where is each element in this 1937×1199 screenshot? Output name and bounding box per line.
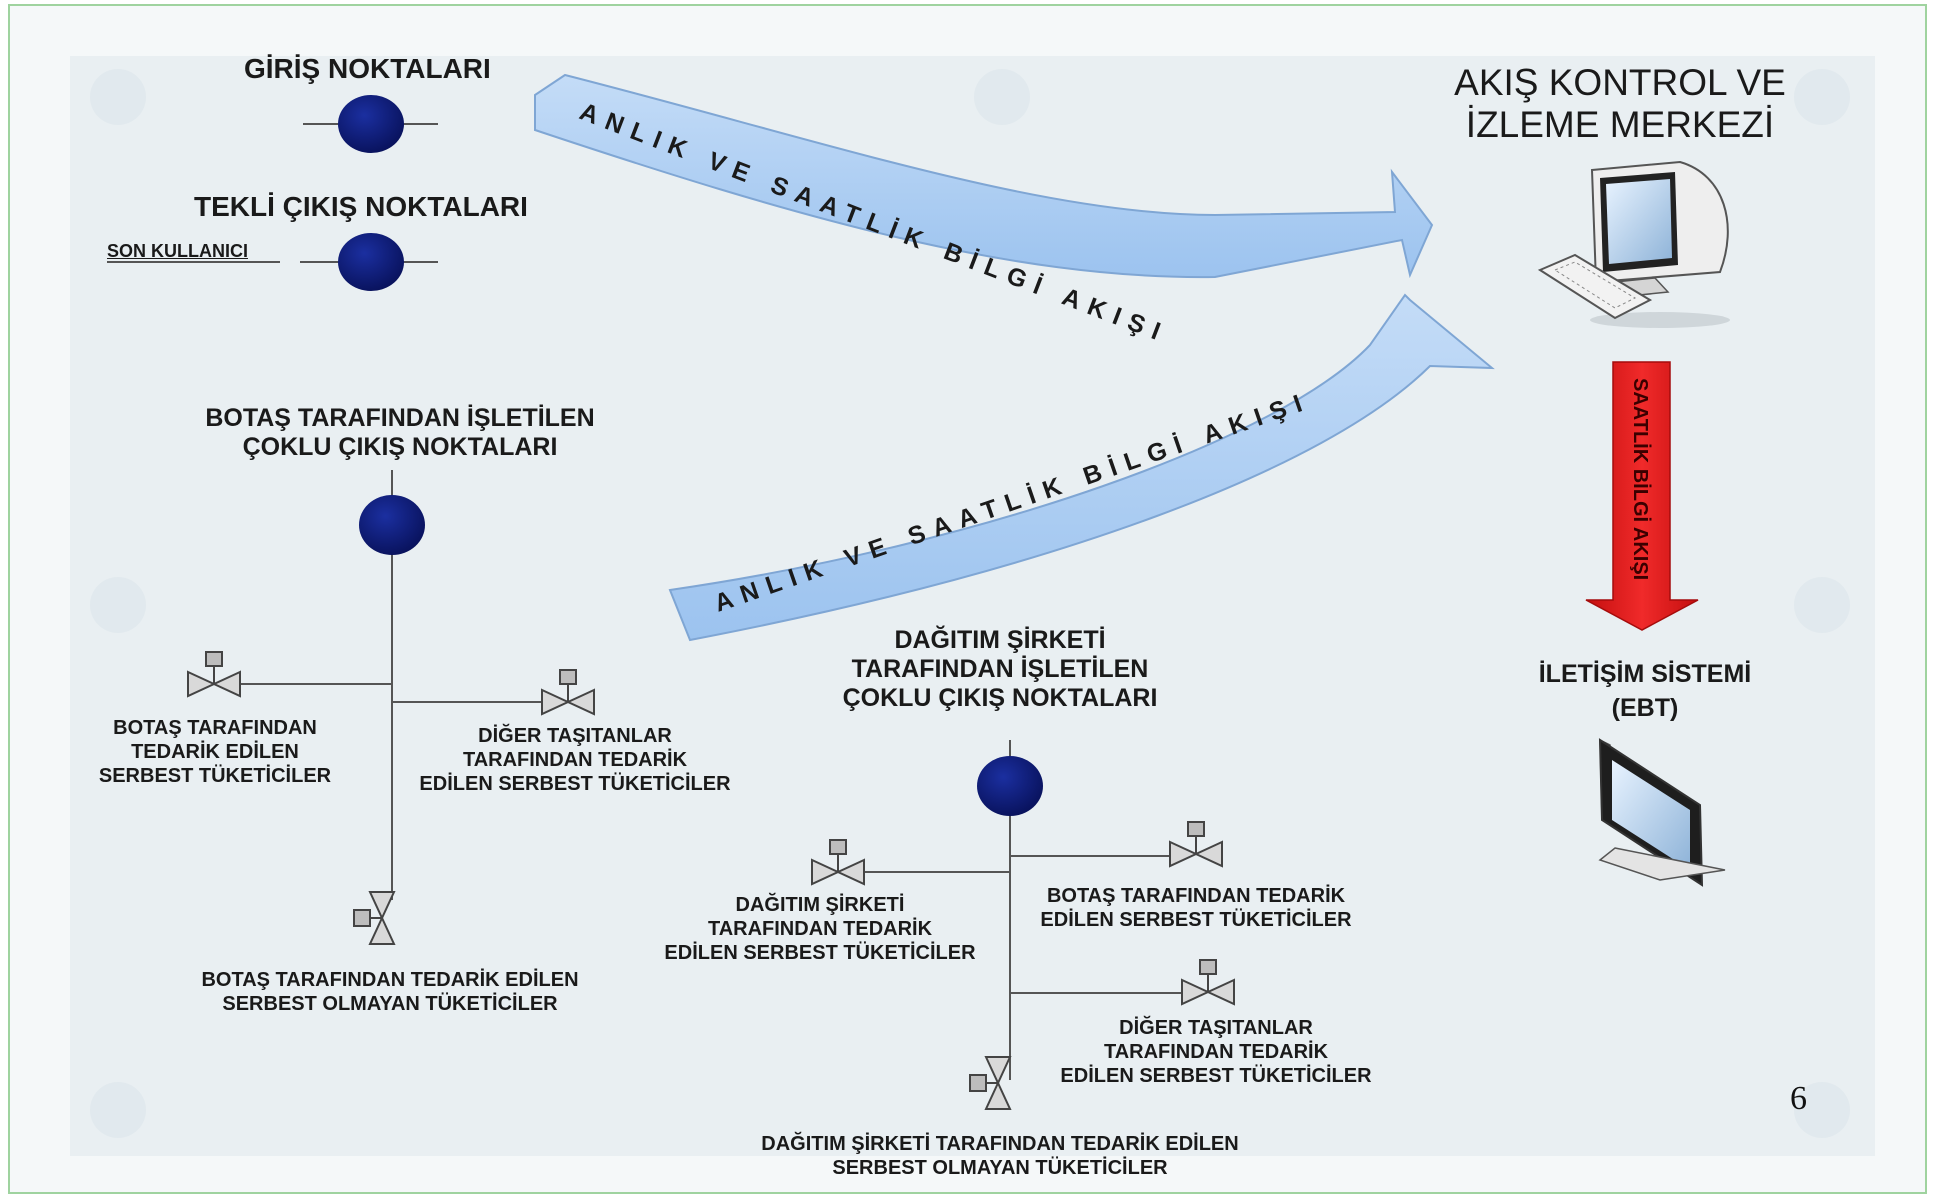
distribution-multi-exit-node: [977, 756, 1043, 816]
valve-icon: [353, 891, 395, 945]
valve-icon: [811, 839, 865, 885]
other-free-consumers-line1: DİĞER TAŞITANLAR: [478, 725, 672, 747]
single-exit-node: [338, 233, 404, 291]
center-title-line2: İZLEME MERKEZİ: [1465, 104, 1775, 145]
distribution-multi-exit-label-line2: TARAFINDAN İŞLETİLEN: [851, 655, 1149, 683]
info-flow-arrow-bottom: [668, 293, 1495, 642]
botas-multi-exit-label-line1: BOTAŞ TARAFINDAN İŞLETİLEN: [205, 404, 595, 432]
botas-nonfree-consumers-line2: SERBEST OLMAYAN TÜKETİCİLER: [222, 993, 558, 1015]
valve-icon: [969, 1056, 1011, 1110]
other-free-consumers-line3: EDİLEN SERBEST TÜKETİCİLER: [419, 773, 731, 795]
background-decoration: [90, 69, 1850, 1138]
dist-other-free-consumers-line3: EDİLEN SERBEST TÜKETİCİLER: [1060, 1065, 1372, 1087]
dist-other-free-consumers-line2: TARAFINDAN TEDARİK: [1103, 1041, 1329, 1063]
botas-multi-exit-label-line2: ÇOKLU ÇIKIŞ NOKTALARI: [242, 433, 558, 461]
distribution-multi-exit-label-line3: ÇOKLU ÇIKIŞ NOKTALARI: [842, 684, 1158, 712]
dist-nonfree-consumers-line1: DAĞITIM ŞİRKETİ TARAFINDAN TEDARİK EDİLE…: [761, 1133, 1239, 1155]
valve-icon: [1181, 959, 1235, 1005]
other-free-consumers-line2: TARAFINDAN TEDARİK: [462, 749, 688, 771]
monitor-icon: [1598, 738, 1726, 887]
comm-system-label-line1: İLETİŞİM SİSTEMİ: [1538, 660, 1752, 688]
hourly-flow-arrow-label: SAATLİK BİLGİ AKIŞI: [1629, 378, 1652, 580]
input-point-node: [338, 95, 404, 153]
info-flow-arrow-bottom-label: ANLIK VE SAATLİK BİLGİ AKIŞI: [711, 387, 1314, 618]
dist-nonfree-consumers-line2: SERBEST OLMAYAN TÜKETİCİLER: [832, 1157, 1168, 1179]
botas-free-consumers-line3: SERBEST TÜKETİCİLER: [98, 765, 332, 787]
botas-multi-exit-node: [359, 495, 425, 555]
center-title-line1: AKIŞ KONTROL VE: [1454, 62, 1786, 103]
input-points-label: GİRİŞ NOKTALARI: [244, 53, 491, 84]
end-user-label: SON KULLANICI: [107, 241, 248, 261]
dist-free-consumers-line1: DAĞITIM ŞİRKETİ: [735, 894, 905, 916]
hourly-flow-arrow: [1585, 361, 1699, 631]
botas-free-consumers-line2: TEDARİK EDİLEN: [131, 741, 299, 763]
valve-icon: [1169, 821, 1223, 867]
comm-system-label-line2: (EBT): [1611, 694, 1679, 722]
dist-botas-free-consumers-line1: BOTAŞ TARAFINDAN TEDARİK: [1046, 885, 1346, 907]
valve-icon: [187, 651, 241, 697]
dist-free-consumers-line2: TARAFINDAN TEDARİK: [707, 918, 933, 940]
botas-free-consumers-line1: BOTAŞ TARAFINDAN: [113, 717, 317, 739]
info-flow-arrow-top: [534, 73, 1434, 279]
dist-other-free-consumers-line1: DİĞER TAŞITANLAR: [1119, 1017, 1313, 1039]
botas-exit-tree: [220, 470, 568, 900]
dist-botas-free-consumers-line2: EDİLEN SERBEST TÜKETİCİLER: [1040, 909, 1352, 931]
desktop-computer-icon: [1537, 160, 1730, 328]
dist-free-consumers-line3: EDİLEN SERBEST TÜKETİCİLER: [664, 942, 976, 964]
distribution-exit-tree: [860, 740, 1200, 1080]
distribution-multi-exit-label-line1: DAĞITIM ŞİRKETİ: [894, 626, 1106, 654]
page-number: 6: [1790, 1080, 1807, 1117]
botas-nonfree-consumers-line1: BOTAŞ TARAFINDAN TEDARİK EDİLEN: [201, 969, 579, 991]
single-exit-points-label: TEKLİ ÇIKIŞ NOKTALARI: [194, 191, 528, 222]
valve-icon: [541, 669, 595, 715]
